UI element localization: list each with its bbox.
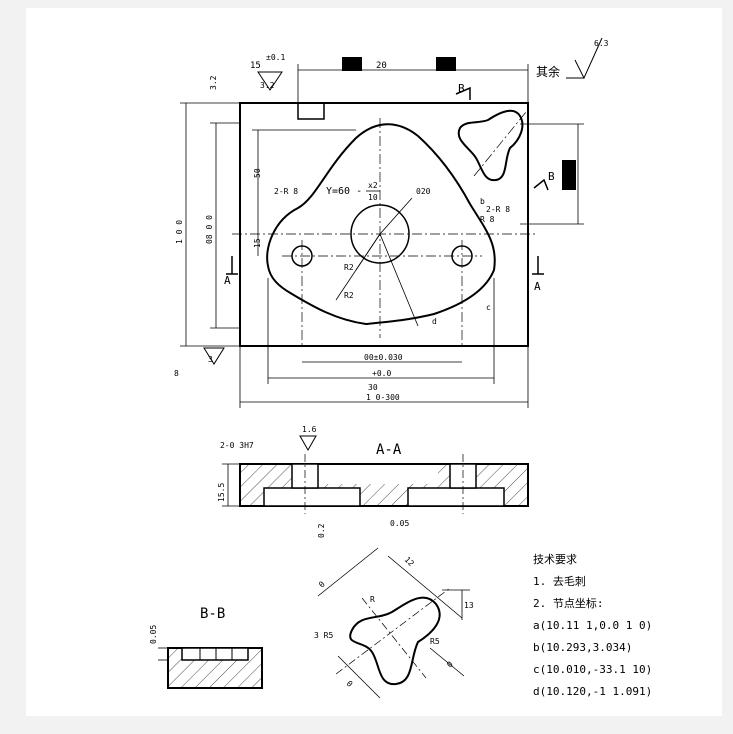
section-marker-b-top: [455, 86, 471, 100]
detail-d3: 12: [403, 555, 416, 568]
section-a-right-label: A: [534, 280, 541, 293]
section-b-b: B-B 0.05: [149, 606, 263, 689]
leader-020: [379, 197, 413, 235]
section-aa-center-note: 0.05: [390, 519, 409, 528]
detail-r5-label: 3 R5: [314, 631, 333, 640]
corner-pocket: [457, 109, 524, 182]
point-d-label: d: [432, 317, 437, 326]
point-c-label: c: [486, 303, 491, 312]
tech-item: c(10.010,-33.1 10): [533, 663, 653, 676]
detail-dim-e: [337, 655, 381, 699]
section-aa-outline: [239, 463, 529, 507]
roughness-symbol-bottom: [203, 347, 225, 365]
center-hole-note: 020: [416, 187, 431, 196]
detail-view: R 3 R5 R5 0 13 12 0 0: [314, 547, 474, 699]
right-slot-label: 50: [564, 171, 575, 181]
technical-requirements: 技术要求 1. 去毛刺 2. 节点坐标: a(10.11 1,0.0 1 0) …: [533, 549, 673, 703]
section-aa-pocket-right: [407, 487, 505, 507]
section-aa-hole-note: 2-0 3H7: [220, 441, 254, 450]
rough-left-label: 3.2: [209, 75, 218, 90]
r2-note: R2: [344, 263, 354, 272]
tech-title: 技术要求: [533, 553, 577, 566]
dim-holes-label: 00±0.030: [364, 353, 403, 362]
drawing-sheet: 20 65 15 3.2 ±0.1 B B 50 其余 6.3 2-R 8 2-…: [26, 8, 722, 716]
section-bb-slot: [181, 647, 249, 661]
tech-item: b(10.293,3.034): [533, 641, 633, 654]
detail-dim-d: [429, 647, 465, 677]
section-marker-a-left: [226, 256, 238, 275]
r8-note: R 8: [480, 215, 495, 224]
plate-outline: [239, 102, 529, 347]
roughness-general-label: 其余: [536, 64, 560, 79]
roughness-symbol-top: [257, 71, 283, 91]
section-a-left-label: A: [224, 274, 231, 287]
top-slot-a-label: 20: [376, 61, 387, 71]
left-hole-note: 2-R 8: [274, 187, 298, 196]
section-marker-a-right: [532, 256, 544, 275]
leader-d: [379, 233, 419, 327]
leader-r2b: [355, 233, 381, 271]
dim-inner-label: +0.0: [372, 369, 391, 378]
section-marker-b-right: [533, 178, 549, 191]
section-bb-tol: 0.05: [149, 625, 158, 644]
centerline-pocket: [473, 111, 527, 177]
section-bb-title: B-B: [200, 606, 225, 622]
right-slot-dim: [562, 160, 576, 190]
section-b-top-label: B: [458, 82, 465, 95]
tech-item: a(10.11 1,0.0 1 0): [533, 619, 653, 632]
detail-center-2: [361, 597, 427, 679]
top-slot: [297, 103, 325, 120]
roughness-general-value: 6.3: [594, 39, 609, 48]
dim-b-label: 8: [174, 369, 179, 378]
dim-width-label: 1 0-300: [366, 393, 400, 402]
top-slot-b-label: 65: [438, 61, 449, 71]
rough-16-label: 15: [250, 61, 261, 71]
right-hole-note: 2-R 8: [486, 205, 510, 214]
top-slot-dim-b: [436, 57, 456, 71]
top-slot-dim-a: [342, 57, 362, 71]
dim-50-label: 50: [253, 168, 262, 178]
tech-item: 1. 去毛刺: [533, 575, 586, 588]
drawing-canvas: 20 65 15 3.2 ±0.1 B B 50 其余 6.3 2-R 8 2-…: [149, 37, 609, 699]
top-view: 20 65 15 3.2 ±0.1 B B 50 其余 6.3 2-R 8 2-…: [174, 37, 609, 408]
detail-d2: 13: [464, 601, 474, 610]
section-aa-title: A-A: [376, 442, 402, 458]
section-b-right-label: B: [548, 170, 555, 183]
detail-pocket-outline: [349, 596, 441, 686]
section-aa-rough-symbol: [299, 435, 317, 452]
cam-profile: [266, 123, 496, 326]
formula-lhs: Y=60 -: [326, 186, 362, 197]
tol-top-label: ±0.1: [266, 53, 285, 62]
detail-d1: 0: [317, 580, 327, 590]
section-aa-rough: 1.6: [302, 425, 317, 434]
dim-a-label: 30: [368, 383, 378, 392]
formula-den: 10: [368, 193, 378, 202]
detail-center-1: [335, 587, 451, 675]
section-aa-depth: 0.2: [317, 523, 326, 538]
dim-15-label: 15: [253, 238, 262, 248]
detail-d5: 0: [345, 679, 355, 689]
dim-inner-height-label: 08 0 0: [205, 215, 214, 244]
tech-item: d(10.120,-1 1.091): [533, 685, 653, 698]
section-a-a: A-A 15.5 2-0 3H7 1.6 0.05 0.2: [217, 425, 529, 538]
dim-height-label: 1 0 0: [175, 220, 184, 244]
detail-r-label: R: [370, 595, 375, 604]
rough-bottom-label: 3: [208, 355, 213, 364]
detail-dim-b: [387, 555, 463, 619]
section-aa-pocket-left: [263, 487, 361, 507]
tech-item: 2. 节点坐标:: [533, 597, 604, 610]
detail-dim-a: [317, 547, 379, 597]
formula-num: x2: [368, 181, 378, 190]
point-b-label: b: [480, 197, 485, 206]
rough-top-label: 3.2: [260, 81, 275, 90]
detail-d4: 0: [445, 660, 455, 670]
r2b-note: R2: [344, 291, 354, 300]
section-aa-dim-left: 15.5: [217, 483, 226, 502]
detail-r5b-label: R5: [430, 637, 440, 646]
